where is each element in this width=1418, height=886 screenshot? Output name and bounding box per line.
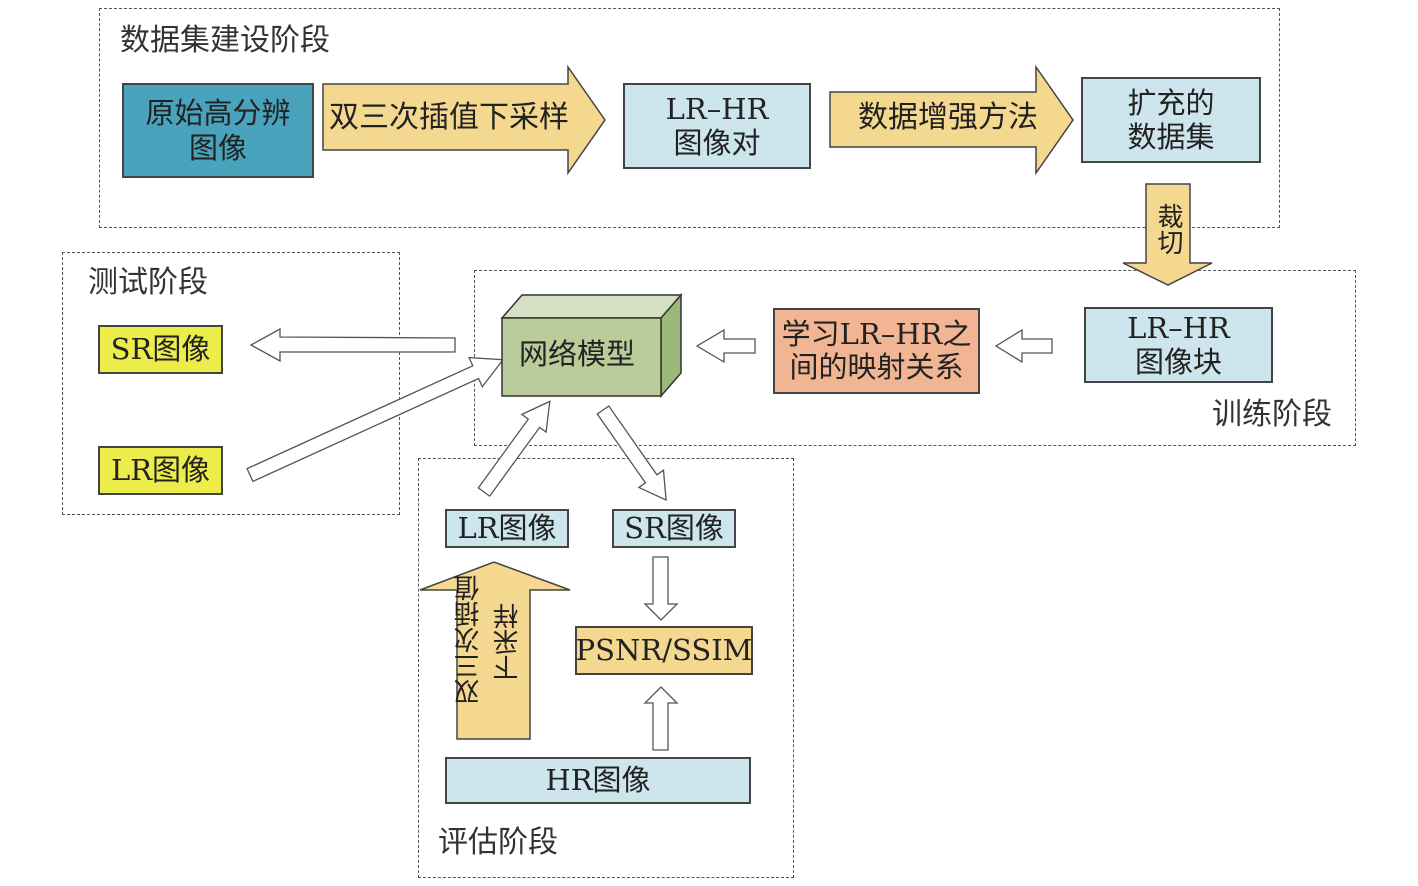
model-to-test-sr-arrow xyxy=(249,327,456,363)
original-hr-image-line-1: 原始高分辨 xyxy=(145,96,291,131)
lr-hr-pairs-line-2: 图像对 xyxy=(673,126,761,160)
lr-hr-patches-box: LR–HR 图像块 xyxy=(1084,307,1273,383)
stage-label-dataset-construction: 数据集建设阶段 xyxy=(120,23,330,58)
test-sr-image-label: SR图像 xyxy=(110,332,211,367)
original-hr-image-box: 原始高分辨 图像 xyxy=(122,83,314,178)
stage-dataset-construction xyxy=(99,8,1280,228)
expanded-dataset-line-1: 扩充的 xyxy=(1127,85,1215,120)
test-lr-image-label: LR图像 xyxy=(110,453,211,488)
lr-hr-patches-line-2: 图像块 xyxy=(1134,345,1222,379)
metrics-box: PSNR/SSIM xyxy=(575,626,753,675)
original-hr-image-line-2: 图像 xyxy=(188,130,247,165)
stage-label-testing: 测试阶段 xyxy=(88,265,208,300)
stage-testing xyxy=(62,252,400,515)
learn-mapping-box: 学习LR–HR之 间的映射关系 xyxy=(773,308,980,394)
patches-to-mapping-arrow xyxy=(994,328,1053,364)
bicubic-downsample-arrow xyxy=(322,64,606,176)
eval-lr-to-model-arrow xyxy=(477,400,551,498)
eval-hr-image-label: HR图像 xyxy=(545,763,651,798)
stage-label-evaluation: 评估阶段 xyxy=(438,825,558,860)
network-model-label: 网络模型 xyxy=(519,337,636,371)
model-top-face xyxy=(500,294,683,319)
learn-mapping-line-1: 学习LR–HR之 xyxy=(781,316,972,351)
test-lr-to-model-arrow xyxy=(246,356,505,483)
metrics-label: PSNR/SSIM xyxy=(575,633,753,668)
stage-label-training: 训练阶段 xyxy=(1212,397,1332,432)
eval-sr-image-box: SR图像 xyxy=(612,509,736,548)
augmentation-label: 数据增强方法 xyxy=(858,100,1038,135)
eval-bicubic-label-line-2: 下采样 xyxy=(493,603,523,681)
lr-hr-pairs-line-1: LR–HR xyxy=(665,91,769,126)
crop-label: 裁切 xyxy=(1153,203,1183,255)
bicubic-downsample-label: 双三次插值下采样 xyxy=(329,100,569,135)
eval-bicubic-label-line-1: 双三次插值 xyxy=(454,575,484,705)
test-sr-image-box: SR图像 xyxy=(98,325,223,374)
eval-lr-image-label: LR图像 xyxy=(457,511,557,546)
augmentation-arrow xyxy=(829,64,1074,176)
hr-to-metrics-arrow xyxy=(643,686,679,751)
eval-sr-image-label: SR图像 xyxy=(624,511,724,546)
expanded-dataset-line-2: 数据集 xyxy=(1127,120,1215,154)
lr-hr-pairs-box: LR–HR 图像对 xyxy=(623,83,811,169)
mapping-to-model-arrow xyxy=(695,328,756,364)
crop-arrow xyxy=(1122,183,1213,286)
expanded-dataset-box: 扩充的 数据集 xyxy=(1081,77,1261,163)
stage-evaluation xyxy=(418,458,794,878)
eval-bicubic-arrow xyxy=(419,561,571,740)
network-model-block xyxy=(500,292,683,399)
learn-mapping-line-2: 间的映射关系 xyxy=(789,350,964,384)
lr-hr-patches-line-1: LR–HR xyxy=(1127,310,1230,345)
sr-to-metrics-arrow xyxy=(643,556,679,621)
model-front-face xyxy=(501,317,662,397)
eval-hr-image-box: HR图像 xyxy=(445,757,751,804)
model-to-eval-sr-arrow xyxy=(596,405,667,502)
eval-lr-image-box: LR图像 xyxy=(445,509,569,548)
test-lr-image-box: LR图像 xyxy=(98,446,223,495)
